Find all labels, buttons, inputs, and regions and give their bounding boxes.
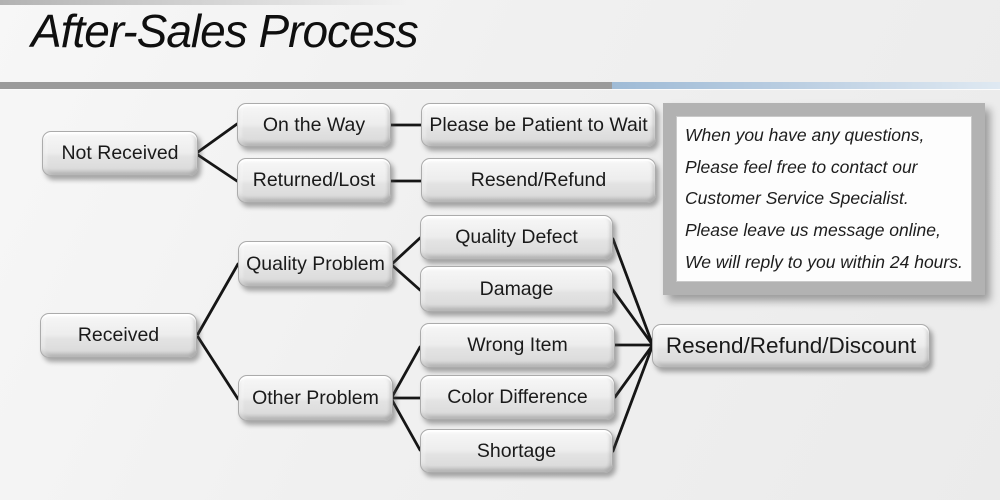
connector bbox=[613, 344, 654, 399]
connector bbox=[196, 335, 240, 401]
connector bbox=[391, 236, 422, 265]
node-damage: Damage bbox=[420, 266, 613, 312]
page-title: After-Sales Process bbox=[31, 5, 419, 57]
node-resend-refund: Resend/Refund bbox=[421, 158, 656, 203]
connector bbox=[611, 237, 654, 345]
note-line-3: Customer Service Specialist. bbox=[685, 188, 909, 209]
connector bbox=[196, 122, 239, 154]
node-resend-refund-discount: Resend/Refund/Discount bbox=[652, 324, 930, 368]
divider-blue-segment bbox=[612, 82, 1000, 89]
connector bbox=[611, 345, 654, 453]
node-shortage: Shortage bbox=[420, 429, 613, 473]
node-color-difference: Color Difference bbox=[420, 375, 615, 420]
node-returned-lost: Returned/Lost bbox=[237, 158, 391, 203]
note-inner: When you have any questions, Please feel… bbox=[676, 116, 972, 282]
connector bbox=[390, 398, 422, 452]
node-please-be-patient: Please be Patient to Wait bbox=[421, 103, 656, 147]
divider-gray-segment bbox=[0, 82, 612, 89]
node-quality-defect: Quality Defect bbox=[420, 215, 613, 260]
connector bbox=[391, 264, 422, 292]
node-received: Received bbox=[40, 313, 197, 358]
node-not-received: Not Received bbox=[42, 131, 198, 176]
node-wrong-item: Wrong Item bbox=[420, 323, 615, 368]
title-divider bbox=[0, 82, 1000, 90]
note-line-4: Please leave us message online, bbox=[685, 220, 941, 241]
note-line-2: Please feel free to contact our bbox=[685, 156, 918, 177]
note-line-5: We will reply to you within 24 hours. bbox=[685, 251, 963, 272]
connector bbox=[390, 345, 422, 399]
customer-service-note: When you have any questions, Please feel… bbox=[663, 103, 985, 295]
note-line-1: When you have any questions, bbox=[685, 125, 925, 146]
node-other-problem: Other Problem bbox=[238, 375, 393, 421]
connector bbox=[611, 288, 654, 346]
top-edge-strip bbox=[0, 0, 430, 5]
connector bbox=[196, 153, 239, 183]
node-quality-problem: Quality Problem bbox=[238, 241, 393, 287]
node-on-the-way: On the Way bbox=[237, 103, 391, 147]
connector bbox=[196, 262, 240, 336]
